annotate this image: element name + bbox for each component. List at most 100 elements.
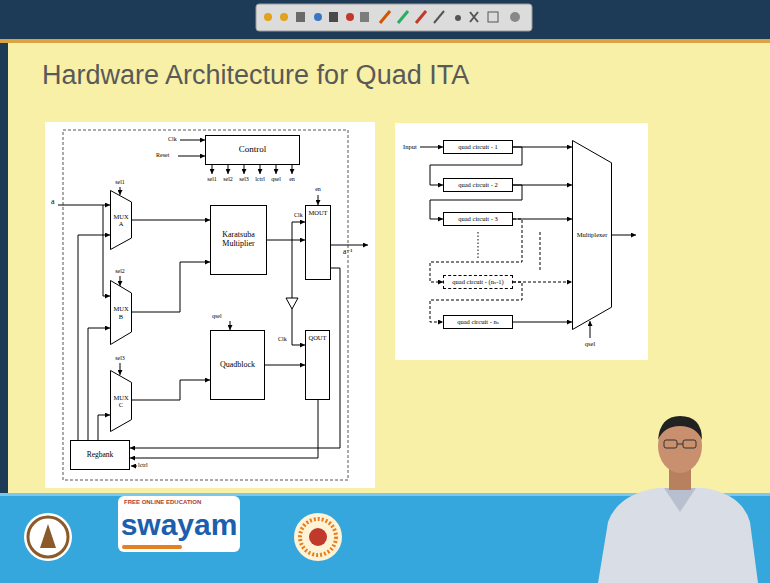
institute-logo xyxy=(28,517,68,557)
node-text: Quadblock xyxy=(220,361,255,370)
signal-wire xyxy=(330,245,368,246)
toolbar xyxy=(280,13,288,21)
signal-label: sel1 xyxy=(115,179,125,186)
institute-logo xyxy=(24,513,72,561)
signal-wire xyxy=(292,165,293,174)
signal-wire xyxy=(244,165,245,174)
signal-connector xyxy=(132,220,210,221)
diagram-panel xyxy=(45,122,648,488)
slide-frame xyxy=(8,43,770,493)
input-label: Input xyxy=(403,143,417,150)
toolbar xyxy=(264,13,272,21)
toolbar xyxy=(398,11,408,23)
signal-wire xyxy=(260,165,261,174)
signal-connector xyxy=(132,262,210,312)
toolbar xyxy=(296,12,305,22)
mux-block: MUX C xyxy=(110,370,132,432)
signal-label: sel2 xyxy=(223,176,233,183)
signal-wire xyxy=(120,276,121,286)
signal-label: qsel xyxy=(271,176,281,183)
signal-connector xyxy=(88,328,110,440)
trapezoid xyxy=(573,141,612,330)
signal-label: lctrl xyxy=(255,176,265,183)
quadblock-box: Quadblock xyxy=(210,330,265,400)
signal-label: sel2 xyxy=(115,268,125,275)
node-text: quad circuit - 3 xyxy=(458,215,498,222)
signal-wire xyxy=(292,222,305,223)
signal-connector xyxy=(267,240,305,241)
diagram-panel xyxy=(45,122,375,488)
node-text: Regbank xyxy=(87,451,114,459)
signal-wire xyxy=(230,321,231,330)
swayam-logo xyxy=(122,545,182,549)
buffer-symbol xyxy=(286,298,298,309)
signal-wire xyxy=(58,140,636,466)
node-text: quad circuit - (nₛ-1) xyxy=(452,278,503,285)
quad-circuit: quad circuit - 2 xyxy=(443,178,513,192)
signal-label: Clk xyxy=(294,212,303,219)
toolbar xyxy=(256,4,532,31)
node-text: quad circuit - 1 xyxy=(458,143,498,150)
presenter xyxy=(598,416,758,583)
presenter xyxy=(664,488,696,512)
logo-wordmark: swayam xyxy=(121,508,238,541)
institute-logo xyxy=(40,524,56,548)
multiplier-box: Karatsuba Multiplier xyxy=(210,205,267,275)
slide-title: Hardware Architecture for Quad ITA xyxy=(42,60,469,91)
signal-wire xyxy=(120,187,121,195)
signal-wire xyxy=(120,363,121,375)
toolbar xyxy=(314,13,322,21)
output-register: MOUT xyxy=(305,205,331,280)
quad-circuit: quad circuit - nₛ xyxy=(443,315,513,329)
buffer-symbol xyxy=(286,298,298,309)
trapezoid xyxy=(111,191,132,250)
signal-wire xyxy=(180,140,205,141)
node-text: Karatsuba Multiplier xyxy=(212,231,265,249)
emblem-logo xyxy=(294,513,342,561)
signal-label: lctrl xyxy=(138,462,148,469)
signal-wire xyxy=(276,165,277,174)
emblem-logo xyxy=(294,513,342,561)
signal-connector xyxy=(430,219,522,282)
presenter xyxy=(664,440,677,448)
multiplexer: Multiplexer xyxy=(572,140,612,330)
toolbar xyxy=(470,12,478,22)
toolbar xyxy=(416,11,426,23)
signal-connector xyxy=(132,380,210,400)
node-text: MUX A xyxy=(113,213,129,227)
signal-label: sel3 xyxy=(239,176,249,183)
signal-label: qsel xyxy=(212,313,222,320)
logo-tagline: FREE ONLINE EDUCATION xyxy=(124,499,201,506)
slide-frame xyxy=(0,39,770,43)
signal-wire xyxy=(212,165,213,174)
presenter xyxy=(677,444,683,445)
trapezoid xyxy=(111,371,132,432)
emblem-logo xyxy=(309,528,327,546)
signal-wire xyxy=(612,235,636,236)
node-text: QOUT xyxy=(308,334,326,341)
signal-wire xyxy=(131,466,137,467)
quad-circuit: quad circuit - 1 xyxy=(443,140,513,154)
register-bank: Regbank xyxy=(70,440,130,470)
toolbar xyxy=(360,12,369,22)
signal-wire xyxy=(540,232,541,270)
signal-label: Clk xyxy=(278,336,287,343)
control-box: Control xyxy=(205,135,300,165)
toolbar xyxy=(346,13,354,21)
signal-wire xyxy=(478,232,479,258)
signal-connector xyxy=(513,282,572,283)
node-text: Multiplexer xyxy=(577,231,608,238)
toolbar xyxy=(510,12,520,22)
signal-connector xyxy=(513,219,572,220)
toolbar xyxy=(329,12,338,22)
node-text: MOUT xyxy=(308,209,327,216)
signal-wire xyxy=(103,205,110,296)
presenter xyxy=(683,440,696,448)
swayam-logo xyxy=(118,496,240,552)
signal-wire xyxy=(318,195,319,205)
node-text: quad circuit - nₛ xyxy=(457,318,499,325)
presenter xyxy=(598,488,758,583)
signal-connector xyxy=(265,365,305,366)
